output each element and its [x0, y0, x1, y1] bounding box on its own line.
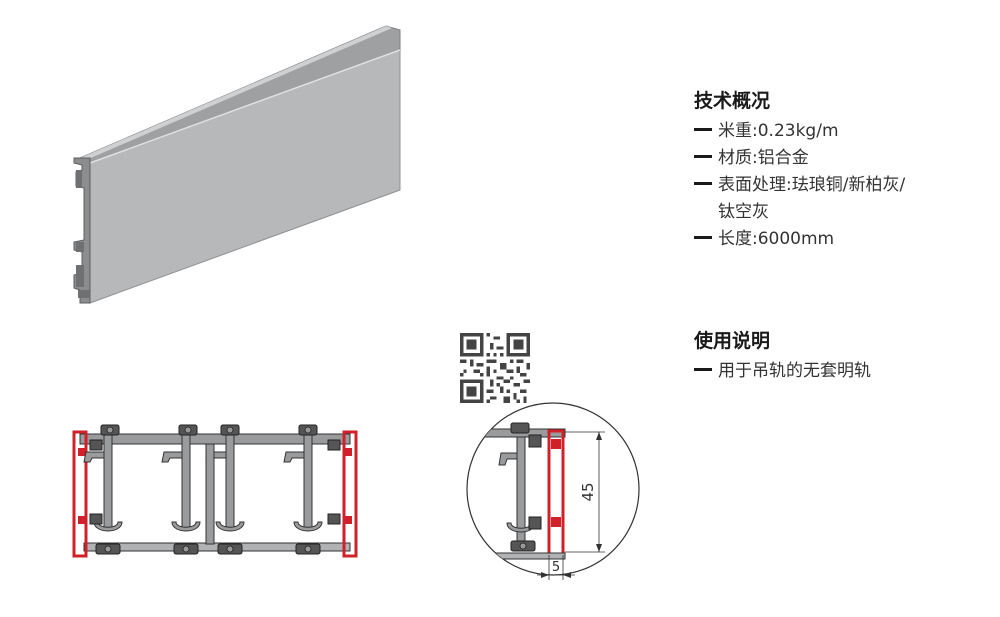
spec-section: 技术概况 米重:0.23kg/m 材质:铝合金 表面处理:珐琅铜/新柏灰/ 钛空… — [694, 88, 994, 253]
dash-icon — [694, 235, 712, 239]
dash-icon — [694, 154, 712, 158]
spec-item-finish-cont: 钛空灰 — [718, 202, 769, 222]
spec-item-material: 材质:铝合金 — [694, 145, 994, 172]
detail-callout: 45 5 — [466, 402, 640, 580]
profile-3d-render — [73, 25, 401, 304]
cross-section-drawing — [72, 424, 358, 558]
dimension-width: 5 — [552, 560, 560, 575]
spec-item-finish: 表面处理:珐琅铜/新柏灰/ — [694, 172, 994, 199]
dash-icon — [694, 181, 712, 185]
spec-list: 米重:0.23kg/m 材质:铝合金 表面处理:珐琅铜/新柏灰/ 钛空灰 长度:… — [694, 118, 994, 253]
spec-title: 技术概况 — [694, 90, 771, 112]
spec-item-weight: 米重:0.23kg/m — [694, 118, 994, 145]
dash-icon — [694, 127, 712, 131]
qr-code[interactable] — [460, 333, 530, 403]
usage-title: 使用说明 — [694, 330, 771, 352]
usage-list: 用于吊轨的无套明轨 — [694, 358, 994, 385]
spec-item-length: 长度:6000mm — [694, 226, 994, 253]
dimension-height: 45 — [579, 482, 597, 501]
usage-section: 使用说明 用于吊轨的无套明轨 — [694, 328, 994, 385]
usage-item: 用于吊轨的无套明轨 — [694, 358, 994, 385]
dash-icon — [694, 367, 712, 371]
